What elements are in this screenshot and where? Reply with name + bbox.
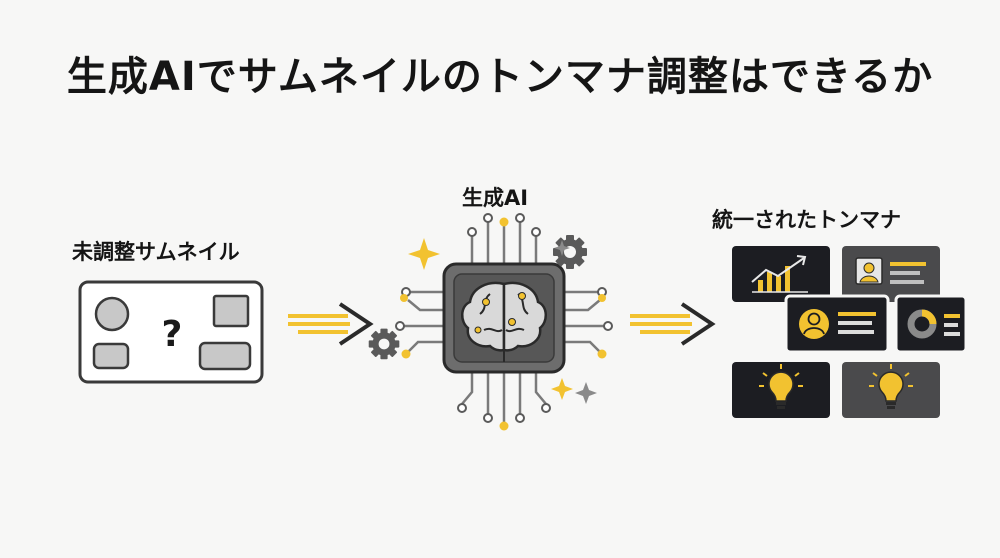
arrow-right-icon xyxy=(630,302,716,346)
chart-card xyxy=(732,246,830,302)
idea-card-gray xyxy=(842,362,940,418)
profile-card-gray xyxy=(842,246,940,302)
sparkle-icon xyxy=(408,238,597,404)
arrow-right-icon xyxy=(288,302,374,346)
circle-shape xyxy=(94,296,130,332)
unified-thumbnails xyxy=(732,246,968,418)
square-shape xyxy=(212,294,250,328)
profile-icon xyxy=(799,309,829,339)
unadjusted-thumbnail: ? xyxy=(78,280,264,384)
brain-chip-icon xyxy=(395,213,613,431)
wide-rect-shape xyxy=(198,341,252,371)
idea-card-dark xyxy=(732,362,830,418)
donut-card xyxy=(894,294,968,354)
donut-chart-icon xyxy=(907,309,937,339)
unadjusted-thumbnail-label: 未調整サムネイル xyxy=(72,240,240,264)
generative-ai-label: 生成AI xyxy=(462,186,529,210)
rounded-rect-shape xyxy=(92,342,130,370)
question-mark: ? xyxy=(162,314,183,355)
page-title: 生成AIでサムネイルのトンマナ調整はできるか xyxy=(66,54,934,100)
chart-icon xyxy=(751,255,808,293)
profile-card-dark xyxy=(784,294,890,354)
unified-tone-label: 統一されたトンマナ xyxy=(712,208,901,232)
